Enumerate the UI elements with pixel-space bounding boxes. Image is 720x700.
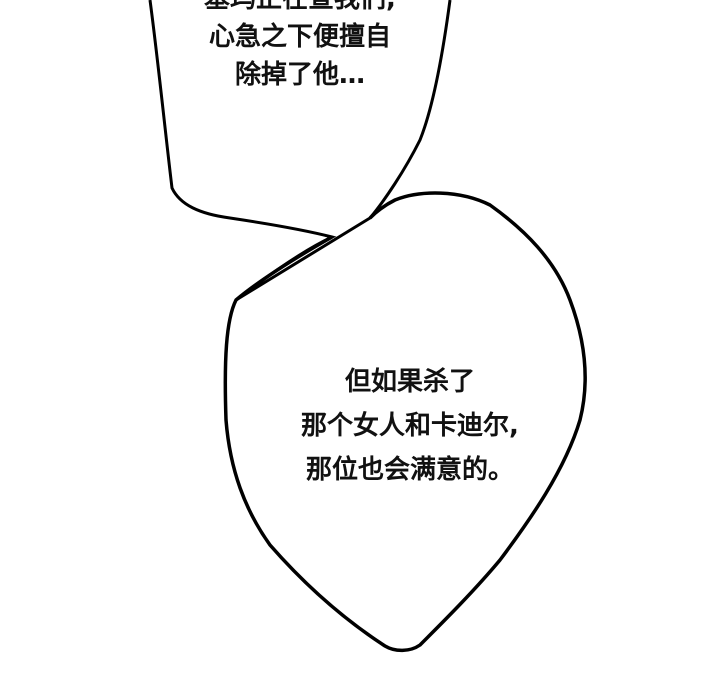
bottom-speech-bubble [223, 191, 587, 653]
dialogue-line: 但如果杀了 [344, 367, 475, 397]
dialogue-line: 基玛正在查我们, [160, 0, 440, 18]
dialogue-line: 那个女人和卡迪尔, [301, 411, 519, 441]
dialogue-line: 那位也会满意的。 [305, 455, 514, 485]
dialogue-line: 除掉了他… [234, 60, 365, 90]
dialogue-line: 心急之下便擅自 [208, 22, 391, 52]
bottom-bubble-text: 但如果杀了 那个女人和卡迪尔, 那位也会满意的。 [260, 360, 560, 492]
top-bubble-text: 基玛正在查我们, 心急之下便擅自 除掉了他… [160, 0, 440, 94]
